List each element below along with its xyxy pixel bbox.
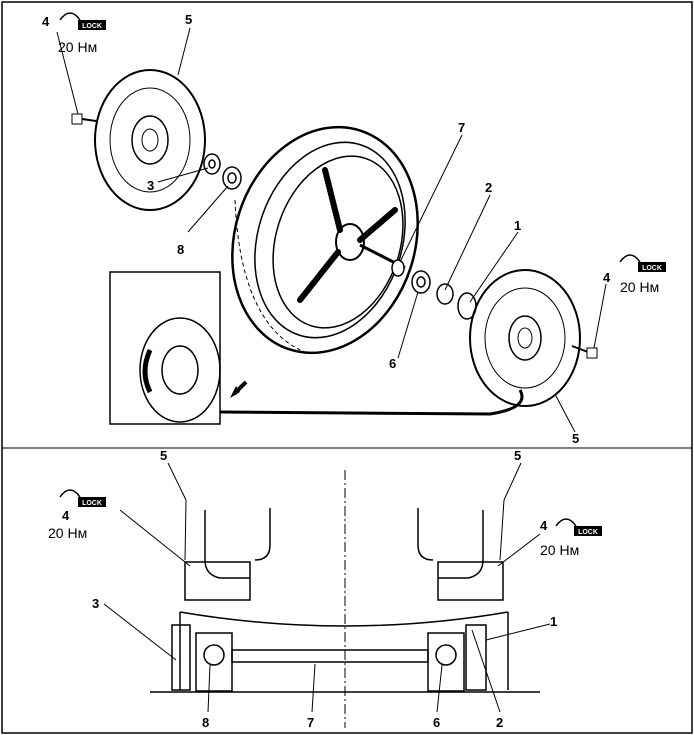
callout-8: 8 xyxy=(202,715,209,730)
leader-lines-bottom xyxy=(103,462,551,713)
callout-4: 4 xyxy=(42,14,50,29)
callout-4: 4 xyxy=(62,508,70,523)
callout-6: 6 xyxy=(433,715,440,730)
left-bolt xyxy=(71,113,97,125)
section-view xyxy=(150,470,540,728)
right-brake-disc xyxy=(469,269,581,407)
wheel-tire xyxy=(231,125,419,355)
inset-detail xyxy=(109,271,524,425)
torque-label: 20 Нм xyxy=(58,39,97,55)
callout-2: 2 xyxy=(496,715,503,730)
callout-5: 5 xyxy=(160,448,167,463)
callout-5: 5 xyxy=(572,431,579,446)
torque-label: 20 Нм xyxy=(540,542,579,558)
right-bolt xyxy=(571,345,598,359)
callout-1: 1 xyxy=(550,614,557,629)
callout-3: 3 xyxy=(147,178,154,193)
callout-2: 2 xyxy=(485,180,492,195)
left-brake-disc xyxy=(94,69,206,211)
callout-5: 5 xyxy=(185,12,192,27)
torque-label: 20 Нм xyxy=(620,279,659,295)
callout-3: 3 xyxy=(92,596,99,611)
lock-label: LOCK xyxy=(82,500,102,507)
callout-4: 4 xyxy=(603,270,611,285)
lock-icon: LOCK xyxy=(619,254,666,272)
callout-1: 1 xyxy=(514,218,521,233)
lock-label: LOCK xyxy=(82,23,102,30)
callout-6: 6 xyxy=(389,356,396,371)
callout-7: 7 xyxy=(458,120,465,135)
callout-7: 7 xyxy=(307,715,314,730)
lock-icon: LOCK xyxy=(59,489,106,507)
callout-8: 8 xyxy=(177,242,184,257)
lock-icon: LOCK xyxy=(555,518,602,536)
torque-label: 20 Нм xyxy=(48,525,87,541)
callout-5: 5 xyxy=(514,448,521,463)
left-bearings xyxy=(203,153,242,190)
lock-label: LOCK xyxy=(642,265,662,272)
lock-label: LOCK xyxy=(578,529,598,536)
callout-4: 4 xyxy=(540,518,548,533)
leader-lines-top xyxy=(56,27,607,433)
lock-icon: LOCK xyxy=(59,12,106,30)
right-bearings xyxy=(391,259,477,320)
